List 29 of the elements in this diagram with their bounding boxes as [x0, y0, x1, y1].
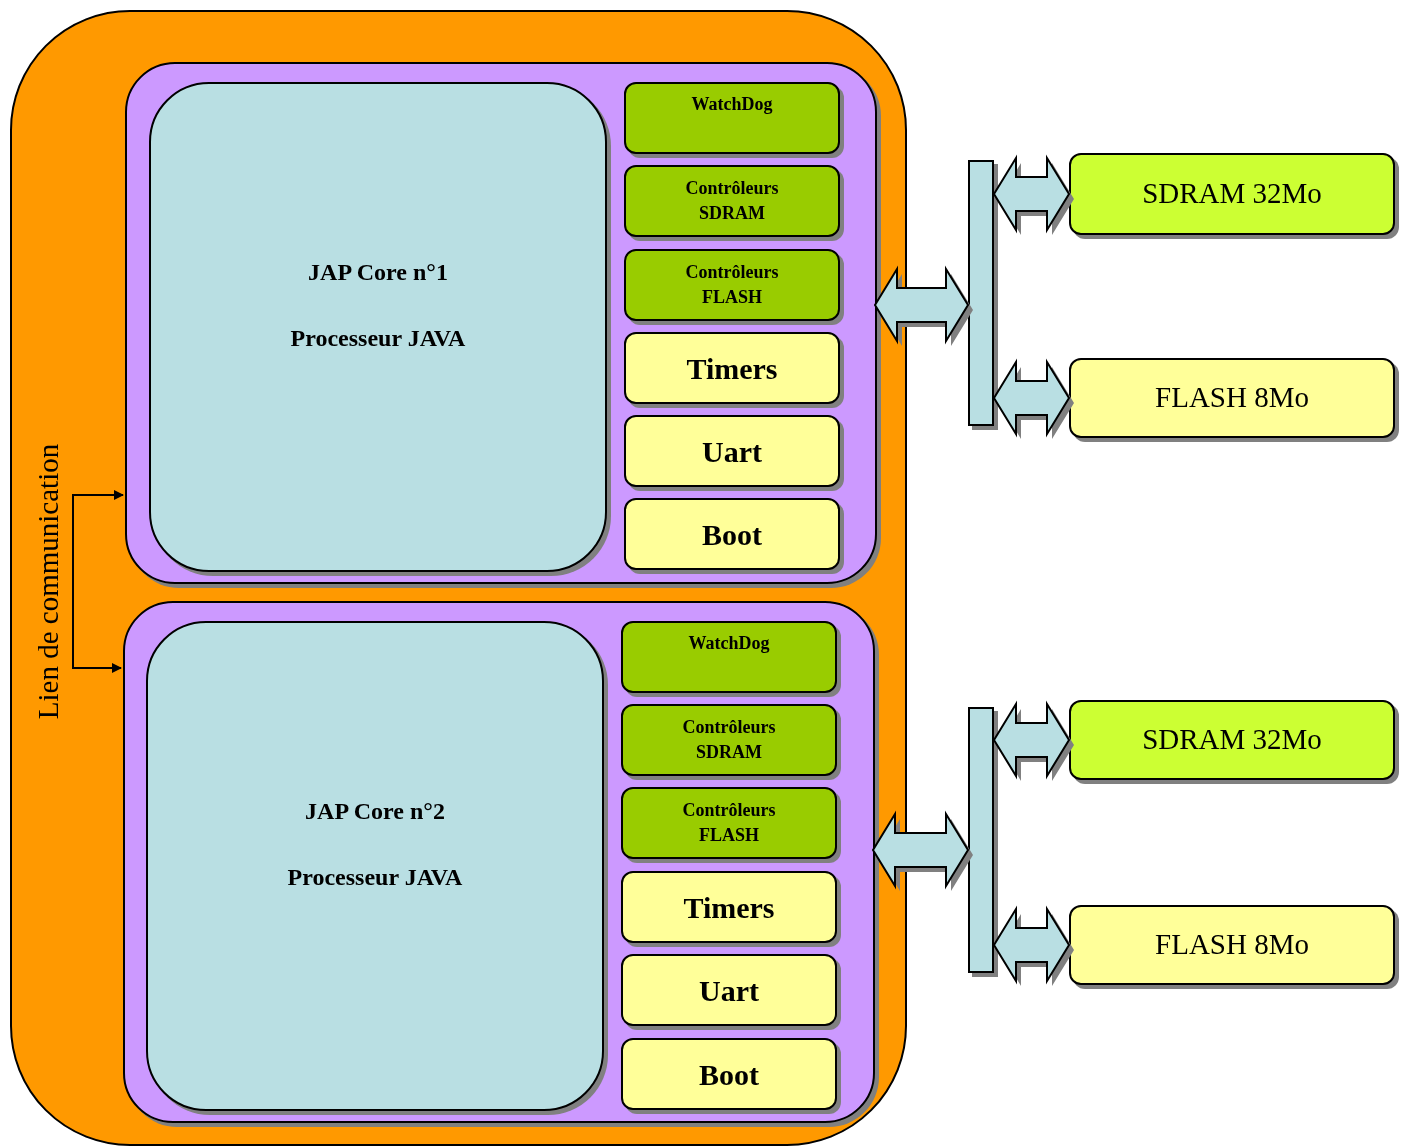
- node-label: Processeur JAVA: [289, 324, 467, 353]
- node-label: Boot: [698, 1056, 760, 1093]
- node-label: Timers: [682, 889, 776, 926]
- node-label: Boot: [701, 516, 763, 553]
- chip-frame: [10, 10, 907, 1146]
- edge-label: Lien de communication: [34, 443, 64, 720]
- node-label: Processeur JAVA: [286, 863, 464, 892]
- node-label: Uart: [698, 972, 760, 1009]
- node-label: FLASH 8Mo: [1154, 380, 1310, 416]
- double-arrow: [992, 358, 1074, 439]
- node-label: Contrôleurs SDRAM: [681, 716, 777, 764]
- node-label: WatchDog: [687, 632, 771, 655]
- node-label: Contrôleurs FLASH: [681, 799, 777, 847]
- link-arrow: [72, 490, 124, 673]
- node-label: JAP Core n°2: [304, 797, 446, 826]
- node-label: FLASH 8Mo: [1154, 927, 1310, 963]
- node-label: JAP Core n°1: [307, 258, 449, 287]
- double-arrow: [992, 154, 1074, 235]
- double-arrow: [871, 810, 973, 891]
- double-arrow: [992, 700, 1074, 781]
- node-label: SDRAM 32Mo: [1141, 176, 1323, 212]
- node-label: Contrôleurs SDRAM: [684, 177, 780, 225]
- node-label: Contrôleurs FLASH: [684, 261, 780, 309]
- node-label: Timers: [685, 350, 779, 387]
- double-arrow: [992, 905, 1074, 986]
- node-label: SDRAM 32Mo: [1141, 722, 1323, 758]
- node-label: WatchDog: [690, 93, 774, 116]
- node-label: Uart: [701, 433, 763, 470]
- double-arrow: [873, 265, 973, 346]
